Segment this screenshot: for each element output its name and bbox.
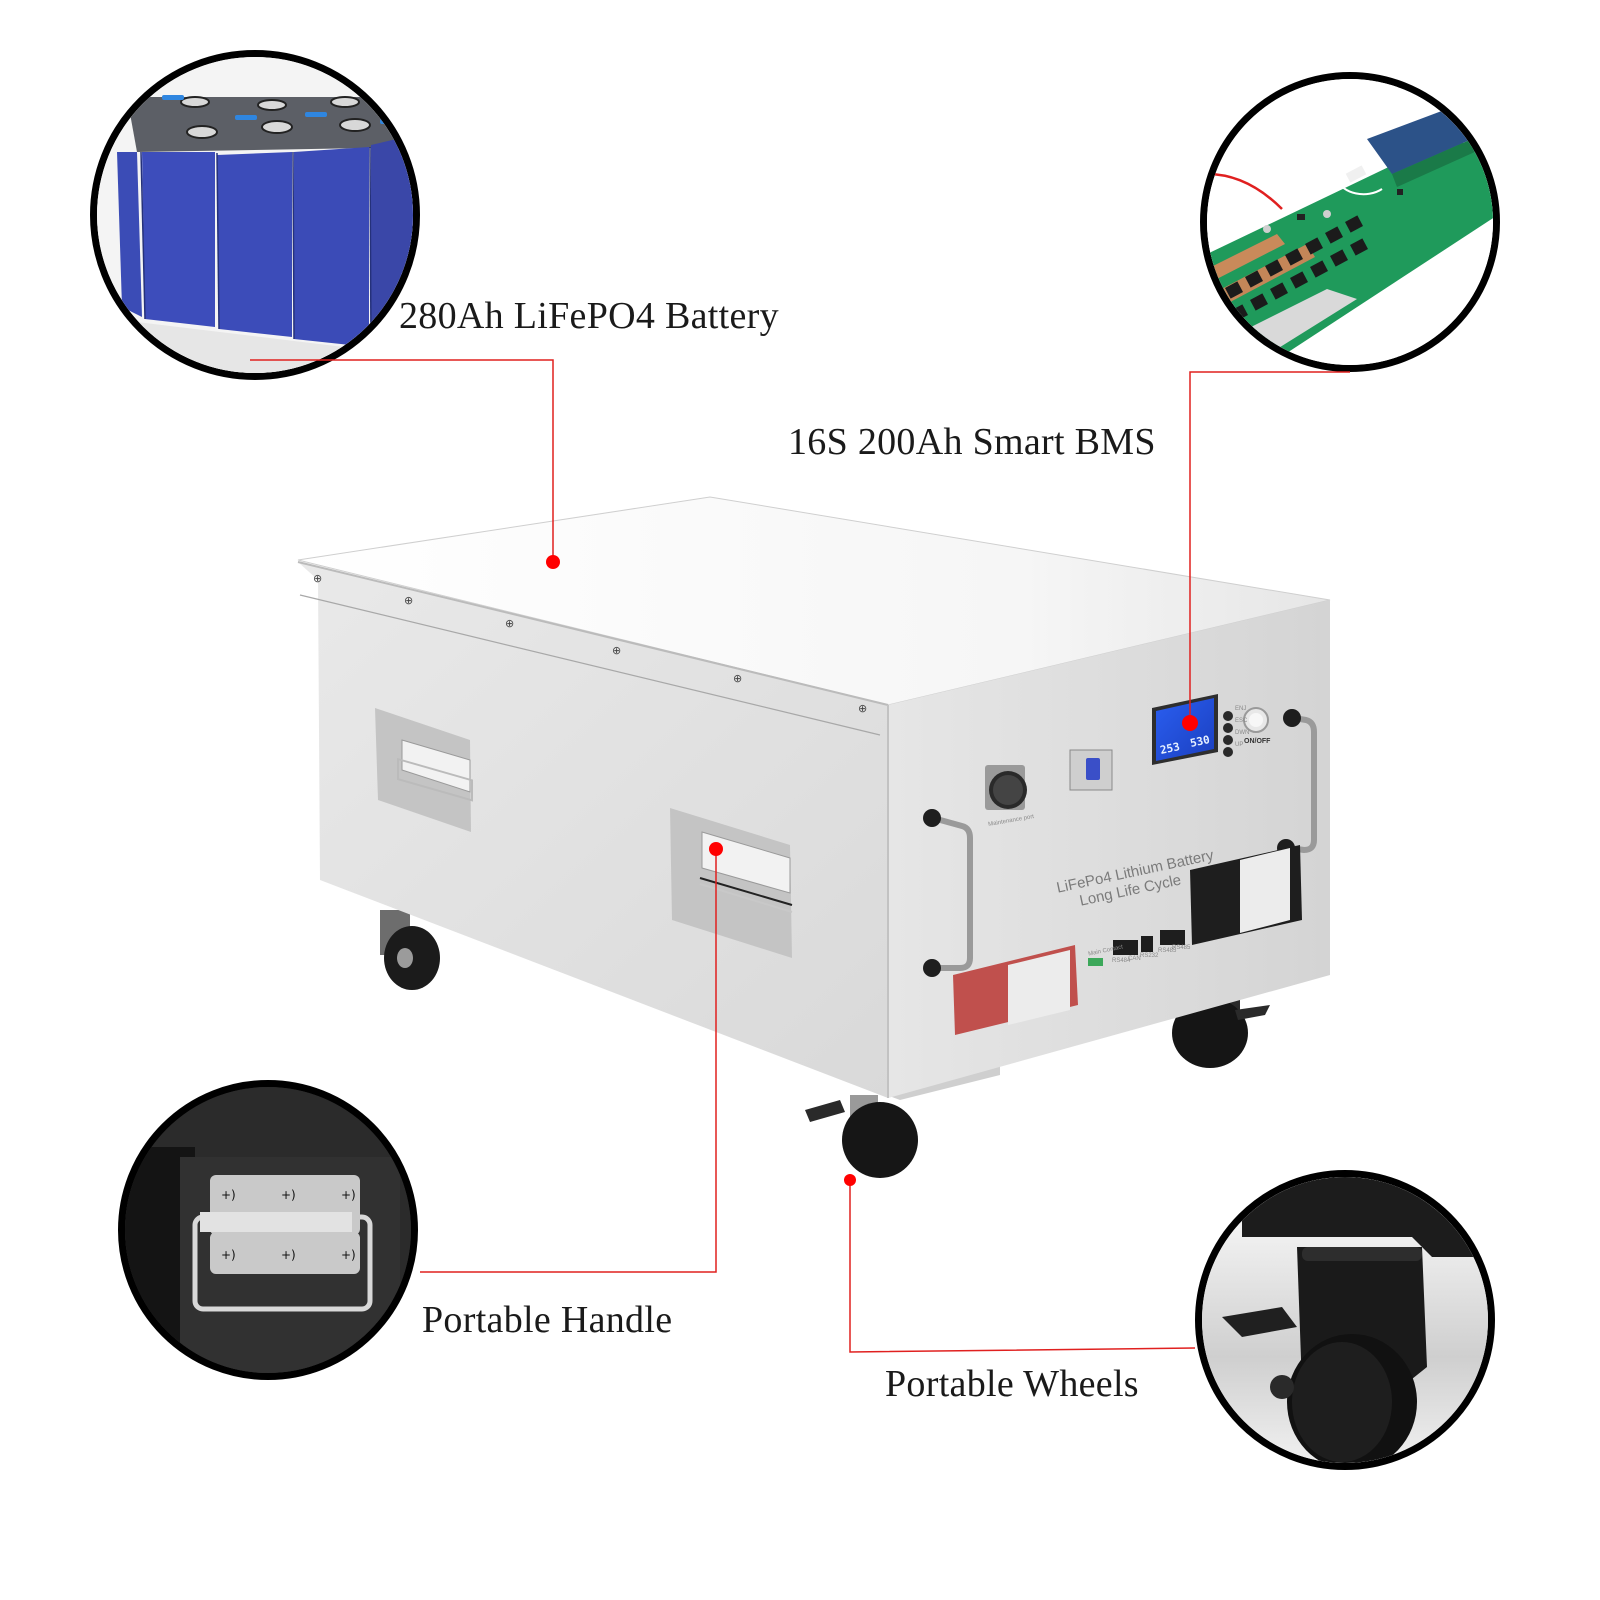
- smart-bms-pcb-image: [1207, 79, 1493, 365]
- svg-text:⊕: ⊕: [505, 617, 514, 630]
- lcd-left-value: 253: [1158, 740, 1182, 757]
- callout-label-wheels: Portable Wheels: [885, 1363, 1139, 1405]
- cells-detail-circle: [90, 50, 420, 380]
- button-label-3: DWN: [1235, 730, 1250, 736]
- svg-text:+): +): [221, 1248, 236, 1262]
- side-handle-pocket-1: [375, 708, 473, 832]
- port-label-rs485-b: RS485: [1172, 945, 1191, 951]
- svg-text:+): +): [341, 1248, 356, 1262]
- portable-handle-image: +) +) +) +) +) +): [125, 1087, 411, 1373]
- button-label-4: UP: [1235, 742, 1244, 748]
- rear-right-caster: [1170, 985, 1270, 1068]
- main-contact-terminal: [1088, 958, 1103, 966]
- front-handle-left: [932, 815, 973, 971]
- svg-text:+): +): [281, 1248, 296, 1262]
- maintenance-port-label: Maintenance port: [987, 814, 1035, 828]
- svg-text:+): +): [221, 1188, 236, 1202]
- svg-text:⊕: ⊕: [733, 672, 742, 685]
- maintenance-port-connector: [985, 765, 1027, 810]
- lifepo4-cells-image: [97, 57, 413, 373]
- button-label-2: ESC: [1235, 718, 1248, 724]
- callout-label-bms: 16S 200Ah Smart BMS: [788, 421, 1156, 463]
- callout-label-cells: 280Ah LiFePO4 Battery: [399, 295, 779, 337]
- svg-text:⊕: ⊕: [404, 594, 413, 607]
- power-button-label: ON/OFF: [1244, 738, 1271, 745]
- caster-wheel-image: [1202, 1177, 1488, 1463]
- bms-detail-circle: [1200, 72, 1500, 372]
- front-caster: [805, 1095, 918, 1178]
- svg-text:⊕: ⊕: [612, 644, 621, 657]
- svg-text:+): +): [341, 1188, 356, 1202]
- callout-label-handle: Portable Handle: [422, 1299, 673, 1341]
- port-label-rs232: RS232: [1140, 953, 1159, 959]
- button-label-1: ENJ: [1235, 706, 1247, 712]
- positive-terminal-red: [953, 945, 1078, 1035]
- svg-text:⊕: ⊕: [313, 572, 322, 585]
- front-handle-right: [1289, 715, 1317, 853]
- port-label-main-contact: Main Contact: [1087, 944, 1124, 958]
- svg-text:⊕: ⊕: [858, 702, 867, 715]
- port-label-rs485-a: RS485: [1158, 948, 1177, 954]
- rear-left-caster: [380, 910, 440, 990]
- port-label-rs484: RS484: [1112, 958, 1131, 964]
- side-handle-pocket-2: [670, 808, 793, 958]
- breaker-switch: [1069, 749, 1113, 791]
- port-label-can: CAN: [1128, 956, 1141, 962]
- handle-detail-circle: +) +) +) +) +) +): [118, 1080, 418, 1380]
- wheel-detail-circle: [1195, 1170, 1495, 1470]
- lcd-right-value: 530: [1188, 733, 1212, 750]
- svg-text:+): +): [281, 1188, 296, 1202]
